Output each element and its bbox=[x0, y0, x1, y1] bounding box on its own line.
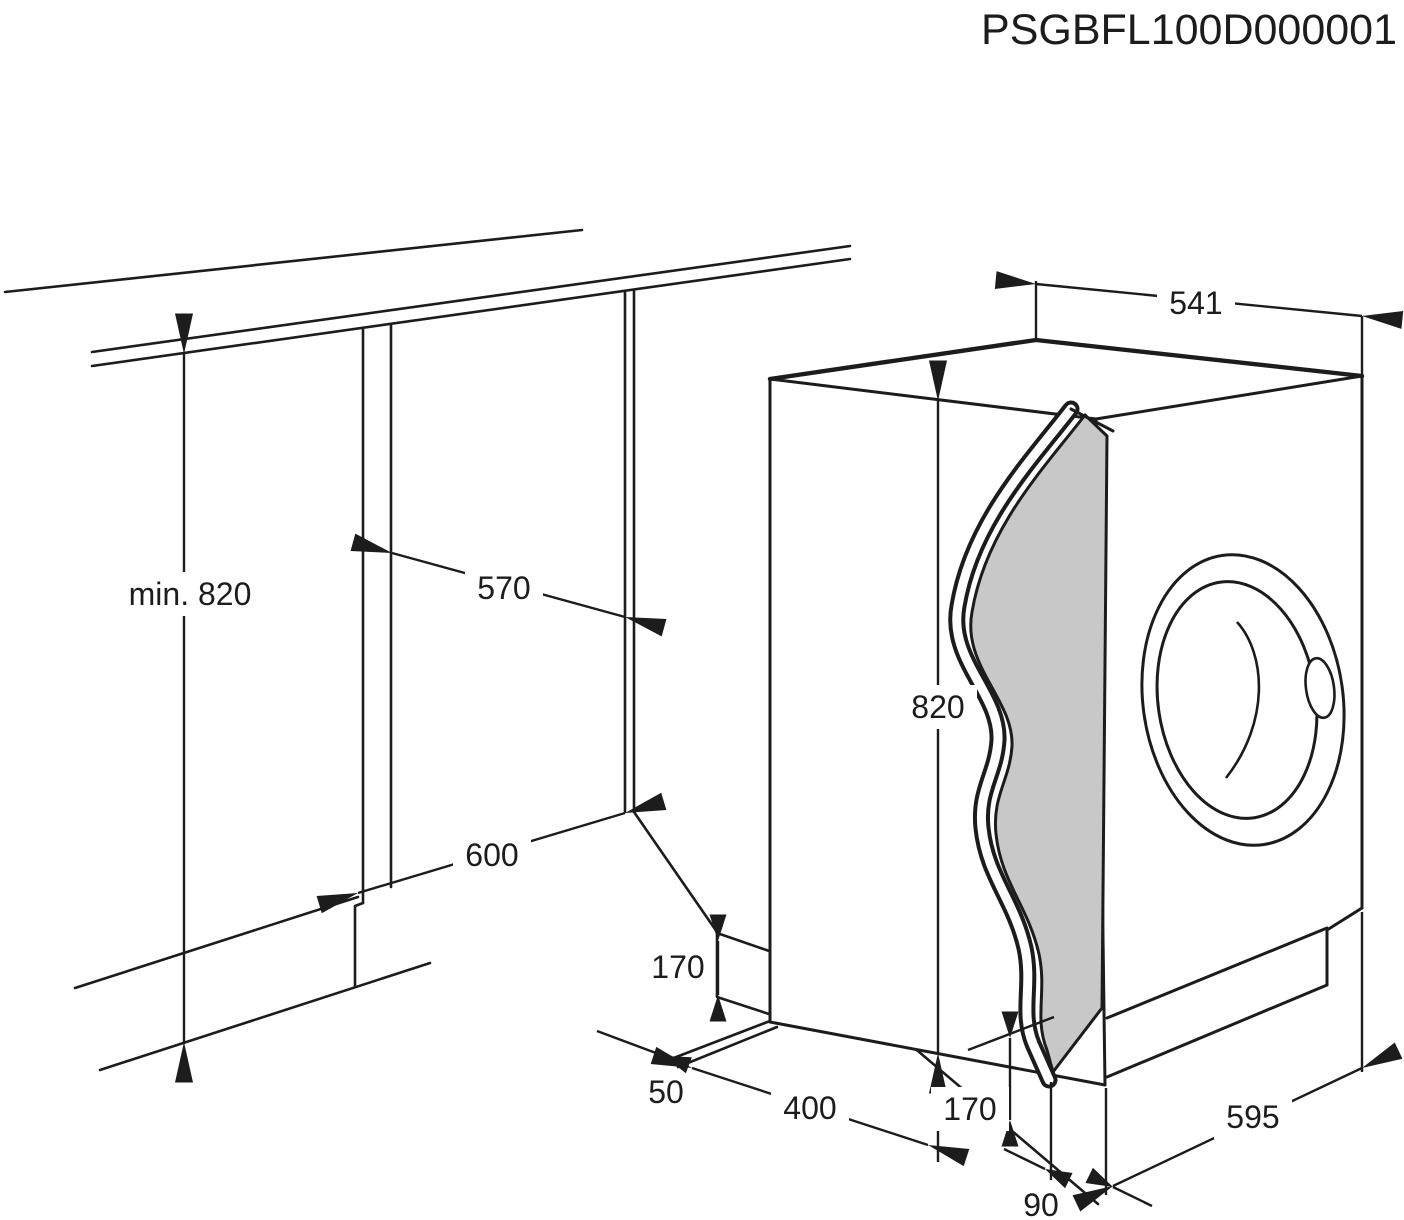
wall-edge-line bbox=[3, 228, 584, 294]
floor-back-line bbox=[73, 895, 360, 990]
label-bg bbox=[771, 1086, 849, 1130]
panel-band-white bbox=[952, 404, 1076, 1085]
floor-front-line bbox=[98, 961, 432, 1072]
kick-plate-step bbox=[1325, 906, 1364, 987]
label-bg bbox=[465, 566, 543, 610]
porthole-door bbox=[1140, 553, 1346, 847]
dim-arrow-90-left bbox=[1003, 1147, 1073, 1189]
label-bg bbox=[108, 572, 272, 616]
label-bg bbox=[453, 833, 531, 877]
dim-label-appliance-height: 820 bbox=[911, 689, 964, 725]
dim-label-panel-offset: 90 bbox=[1023, 1187, 1059, 1220]
dimension-labels: min. 820 570 600 541 820 170 170 50 400 … bbox=[108, 281, 1292, 1220]
dim-label-panel-to-floor: 170 bbox=[943, 1091, 996, 1127]
label-bg bbox=[1214, 1095, 1292, 1139]
label-bg bbox=[899, 685, 977, 729]
dim-label-niche-width: 570 bbox=[477, 570, 530, 606]
drawing-code: PSGBFL100D000001 bbox=[981, 6, 1397, 54]
label-bg bbox=[931, 1087, 1009, 1131]
base-gap-line-2 bbox=[676, 1025, 779, 1069]
panel-gray-section bbox=[969, 413, 1109, 1074]
worktop-front-bottom-line bbox=[90, 257, 852, 368]
dim-label-plinth-height: 170 bbox=[651, 949, 704, 985]
dim-arrow-front-gap bbox=[596, 1029, 692, 1074]
label-bg bbox=[1157, 281, 1235, 325]
kick-plate-top-edge bbox=[1105, 926, 1329, 1020]
dim-label-niche-height: min. 820 bbox=[129, 576, 252, 612]
dim-label-top-depth: 541 bbox=[1169, 285, 1222, 321]
right-panel-base-edge bbox=[632, 810, 719, 934]
panel-top-edge bbox=[1069, 407, 1115, 433]
dim-label-base-depth: 400 bbox=[783, 1090, 836, 1126]
dim-arrow-90-right bbox=[1085, 1167, 1153, 1208]
worktop-front-top-line bbox=[90, 244, 852, 354]
door-panel-cutaway bbox=[948, 400, 1115, 1089]
door-handle bbox=[1304, 656, 1336, 720]
base-gap-line-1 bbox=[669, 1019, 772, 1061]
drum-highlight-arc bbox=[1224, 621, 1261, 779]
dim-label-front-gap: 50 bbox=[648, 1074, 684, 1110]
dim-label-niche-depth: 600 bbox=[465, 837, 518, 873]
left-panel-toe-kick bbox=[353, 901, 365, 988]
dim-label-appliance-width: 595 bbox=[1226, 1099, 1279, 1135]
